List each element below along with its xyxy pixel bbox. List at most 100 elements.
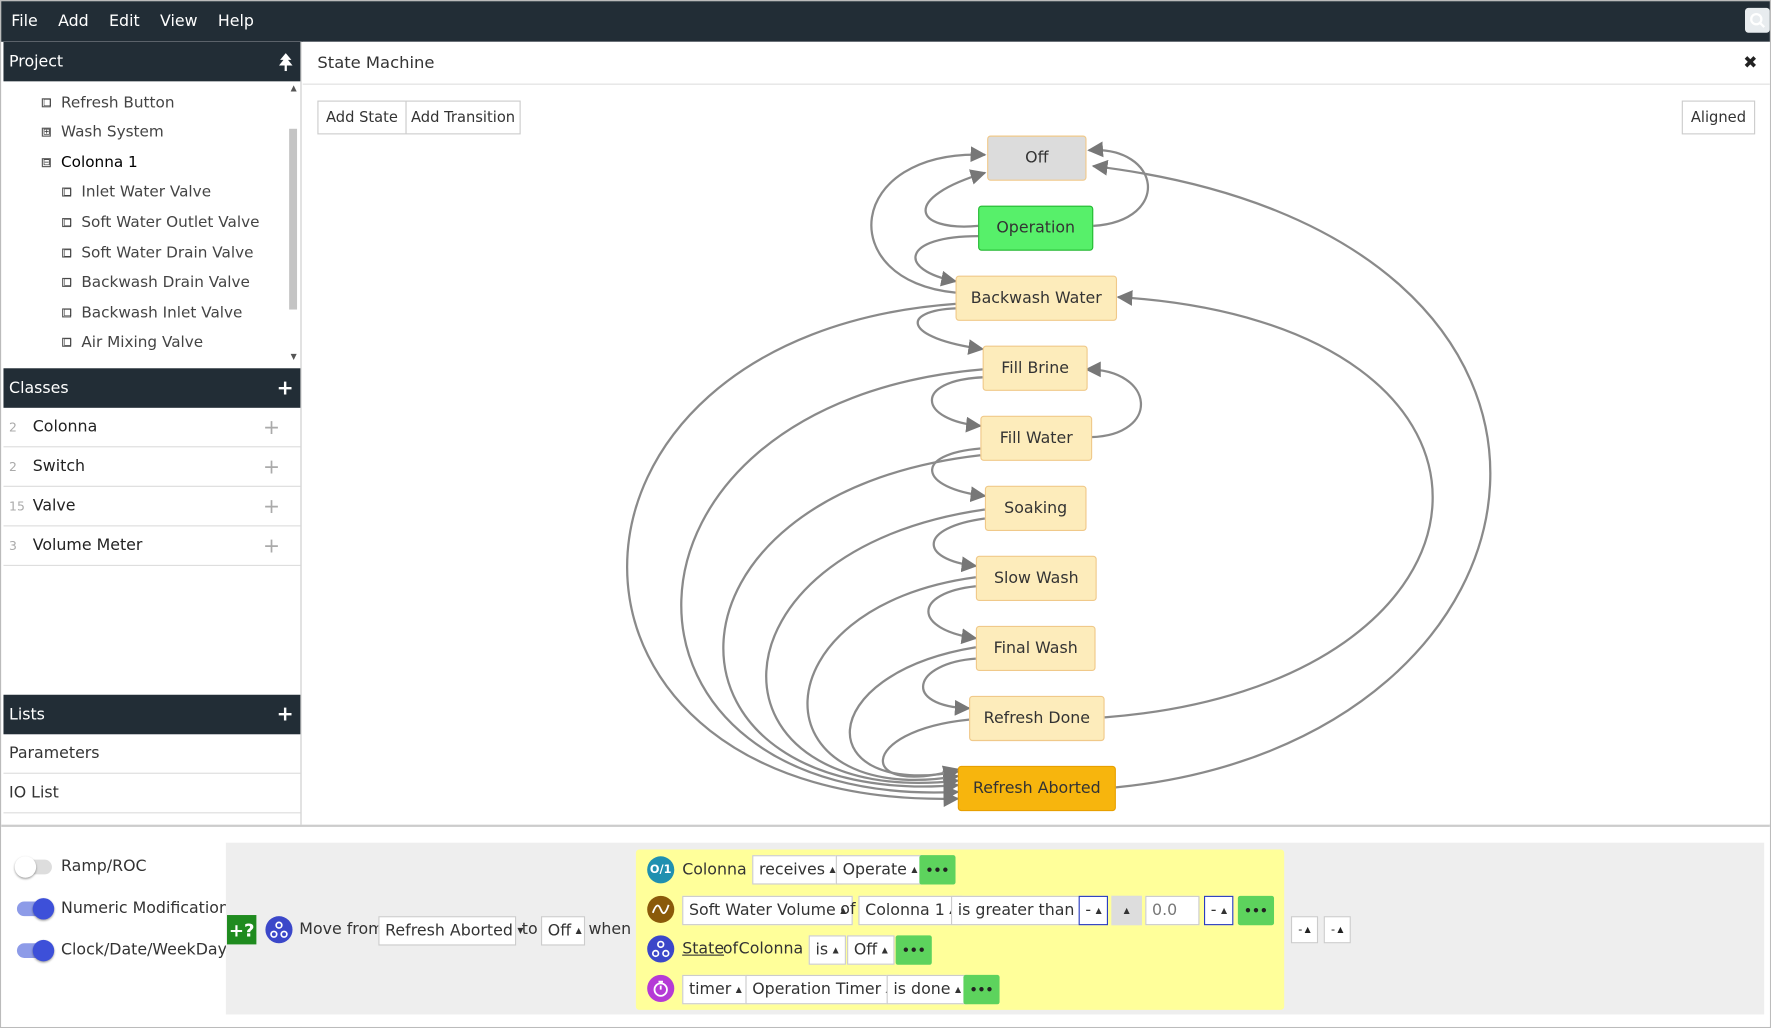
classes-title: Classes	[9, 379, 69, 398]
tree-item[interactable]: ⊞ Wash System	[41, 123, 164, 142]
extra-select-2[interactable]: -▲	[1323, 916, 1351, 944]
state-node-refresh-done[interactable]: Refresh Done	[969, 695, 1105, 742]
state-node-final-wash[interactable]: Final Wash	[975, 625, 1096, 672]
tree-toggle-icon[interactable]: □	[62, 337, 72, 348]
aligned-button[interactable]: Aligned	[1681, 100, 1756, 135]
tree-toggle-icon[interactable]: □	[62, 216, 72, 228]
tree-item-label: Soft Water Outlet Valve	[81, 213, 260, 232]
toggle-switch[interactable]	[16, 939, 55, 961]
state-node-off[interactable]: Off	[987, 135, 1087, 181]
toggle-switch[interactable]	[16, 897, 55, 919]
menu-edit[interactable]: Edit	[109, 12, 140, 31]
tree-toggle-icon[interactable]: ⊟	[41, 156, 51, 167]
add-list-button[interactable]: +	[276, 702, 294, 727]
cond2-object-select[interactable]: Colonna 1▲	[858, 895, 963, 926]
tree-toggle-icon[interactable]: □	[62, 307, 72, 318]
cond2-operator-select[interactable]: is greater than▲	[950, 895, 1092, 926]
cond2-measure-select[interactable]: Soft Water Volume▲	[682, 895, 854, 926]
menu-view[interactable]: View	[160, 12, 198, 31]
list-item[interactable]: Parameters	[3, 734, 301, 774]
from-state-select[interactable]: Refresh Aborted▼	[378, 916, 523, 946]
transition-edge	[930, 376, 983, 433]
state-node-backwash-water[interactable]: Backwash Water	[955, 275, 1118, 321]
pane-title: State Machine	[317, 53, 435, 72]
cond3-value-select[interactable]: Off▲	[847, 935, 895, 965]
scroll-up-icon[interactable]: ▲	[290, 83, 297, 93]
cond1-more-button[interactable]: •••	[919, 855, 956, 885]
state-node-soaking[interactable]: Soaking	[984, 485, 1087, 531]
analog-icon	[647, 895, 675, 923]
tree-item[interactable]: □Backwash Inlet Valve	[62, 304, 242, 322]
tree-toggle-icon[interactable]: □	[62, 186, 72, 198]
cond3-is-select[interactable]: is▲	[808, 935, 846, 965]
toggle-label: Ramp/ROC	[60, 857, 147, 876]
add-class-button[interactable]: +	[276, 376, 294, 400]
cond4-timer-select[interactable]: timer▲	[682, 974, 749, 1005]
cond1-verb-select[interactable]: receives▲	[752, 855, 843, 885]
cond4-name-select[interactable]: Operation Timer▲	[745, 974, 899, 1005]
add-instance-icon[interactable]: +	[263, 533, 281, 558]
cond4-status-select[interactable]: is done▲	[886, 974, 968, 1005]
search-icon	[1750, 12, 1765, 28]
add-instance-icon[interactable]: +	[263, 494, 281, 518]
tree-item[interactable]: □ Soft Water Outlet Valve	[62, 214, 259, 232]
pane-header: State Machine ✖	[302, 42, 1770, 85]
state-node-fill-brine[interactable]: Fill Brine	[982, 345, 1088, 391]
state-node-refresh-aborted[interactable]: Refresh Aborted	[957, 765, 1116, 812]
tree-item[interactable]: ⊟ Colonna 1	[41, 153, 138, 172]
scrollbar-thumb[interactable]	[289, 128, 298, 310]
cond2-spin-button[interactable]: ▲	[1111, 895, 1142, 926]
state-node-operation[interactable]: Operation	[978, 205, 1094, 251]
menu-add[interactable]: Add	[58, 12, 89, 31]
tree-item-label: Wash System	[60, 123, 164, 142]
state-node-slow-wash[interactable]: Slow Wash	[975, 555, 1097, 601]
toggle-switch[interactable]	[14, 855, 52, 878]
tree-toggle-icon[interactable]: □	[41, 96, 52, 107]
add-instance-icon[interactable]: +	[263, 454, 281, 479]
cond2-more-button[interactable]: •••	[1237, 895, 1275, 926]
cond2-value-input[interactable]: 0.0	[1145, 895, 1200, 926]
tree-toggle-icon[interactable]: □	[62, 276, 72, 288]
cond2-unit-select[interactable]: -▲	[1078, 895, 1109, 926]
extra-select-1[interactable]: -▲	[1290, 916, 1319, 944]
dropdown-caret-icon: ▲	[1337, 925, 1344, 935]
tree-icon[interactable]	[278, 52, 294, 71]
dropdown-caret-icon: ▲	[955, 985, 962, 995]
tree-item-label: Colonna 1	[60, 153, 138, 172]
menu-file[interactable]: File	[11, 12, 38, 31]
add-instance-icon[interactable]: +	[263, 415, 281, 439]
scroll-down-icon[interactable]: ▼	[290, 352, 297, 362]
transition-edge	[927, 585, 978, 645]
add-state-button[interactable]: Add State	[317, 100, 407, 135]
tree-item[interactable]: □Refresh Button	[41, 93, 175, 111]
cond3-state-link[interactable]: State	[682, 939, 725, 958]
from-state-value: Refresh Aborted	[385, 921, 513, 940]
add-condition-button[interactable]: +?	[227, 915, 257, 945]
menu-help[interactable]: Help	[217, 12, 254, 31]
tree-item[interactable]: □Soft Water Drain Valve	[62, 244, 254, 262]
to-state-select[interactable]: Off▲	[541, 916, 586, 946]
cond2-of-label: of	[840, 900, 856, 919]
close-icon[interactable]: ✖	[1743, 51, 1758, 73]
cond1-event-select[interactable]: Operate▲	[835, 855, 925, 885]
tree-toggle-icon[interactable]: ⊞	[41, 126, 51, 137]
list-item[interactable]: IO List	[3, 774, 301, 814]
search-button[interactable]	[1745, 7, 1770, 33]
tree-toggle-icon[interactable]: □	[62, 246, 72, 258]
tree-item[interactable]: □Backwash Drain Valve	[62, 274, 250, 292]
cond3-more-button[interactable]: •••	[895, 935, 932, 965]
state-node-fill-water[interactable]: Fill Water	[980, 415, 1093, 461]
transition-edge	[881, 718, 970, 781]
toggle-row: Numeric Modification	[16, 897, 229, 919]
tree-item[interactable]: □Inlet Water Valve	[62, 183, 211, 202]
cond4-more-button[interactable]: •••	[963, 974, 1000, 1005]
cond2-unit2-select[interactable]: -▲	[1203, 895, 1234, 926]
add-transition-button[interactable]: Add Transition	[405, 100, 521, 135]
transition-edge	[680, 368, 983, 801]
tree-item[interactable]: □Air Mixing Valve	[62, 334, 203, 352]
